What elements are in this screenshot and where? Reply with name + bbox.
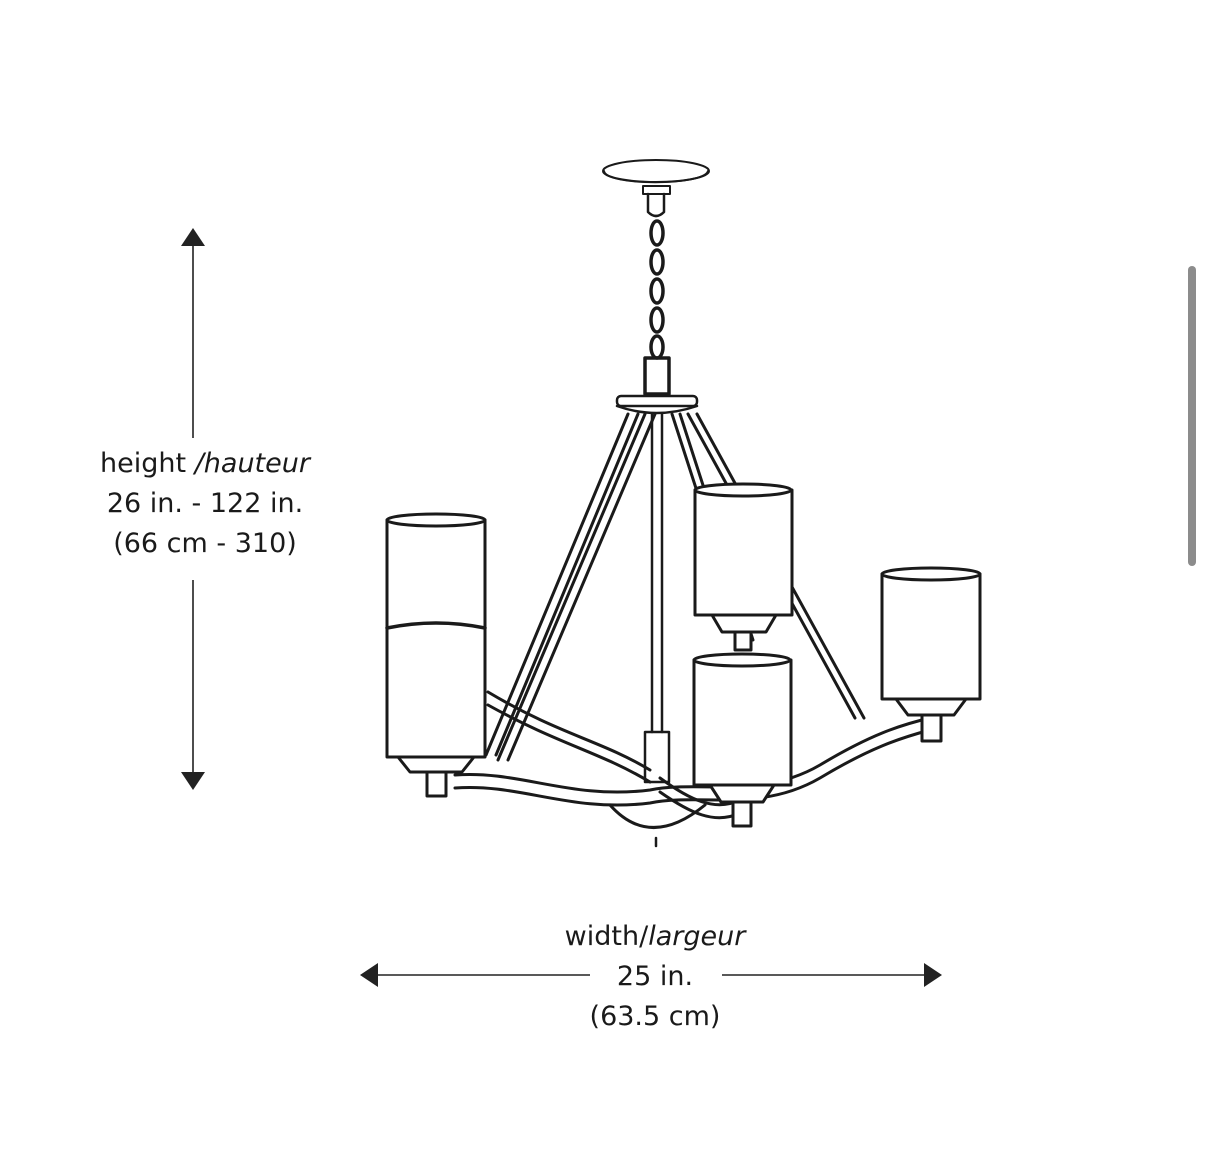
height-dimension-arrow	[181, 228, 205, 790]
center-stem	[608, 412, 707, 848]
height-title-fr: /hauteur	[194, 448, 310, 479]
shade-right	[880, 566, 982, 743]
shade-back	[693, 482, 794, 652]
width-title: width/largeur	[505, 917, 805, 957]
shade-left	[385, 512, 487, 798]
ceiling-canopy	[602, 159, 710, 218]
support-rods	[484, 412, 866, 762]
vertical-scrollbar[interactable]	[1188, 266, 1196, 566]
width-dimension-arrow	[360, 963, 942, 987]
width-imperial: 25 in.	[616, 961, 694, 992]
width-title-en: width/	[564, 921, 649, 952]
width-metric: (63.5 cm)	[589, 1001, 721, 1032]
width-label: width/largeur 25 in. (63.5 cm)	[505, 917, 805, 1037]
height-imperial: 26 in. - 122 in.	[106, 488, 304, 519]
height-metric: (66 cm - 310)	[113, 528, 297, 559]
width-title-fr: largeur	[648, 921, 746, 952]
height-label: height /hauteur 26 in. - 122 in. (66 cm …	[60, 444, 350, 564]
height-title-en: height	[100, 448, 195, 479]
shade-front	[692, 652, 793, 828]
collar	[615, 356, 699, 415]
height-title: height /hauteur	[60, 444, 350, 484]
chandelier-drawing	[385, 159, 982, 848]
chain	[649, 219, 665, 360]
